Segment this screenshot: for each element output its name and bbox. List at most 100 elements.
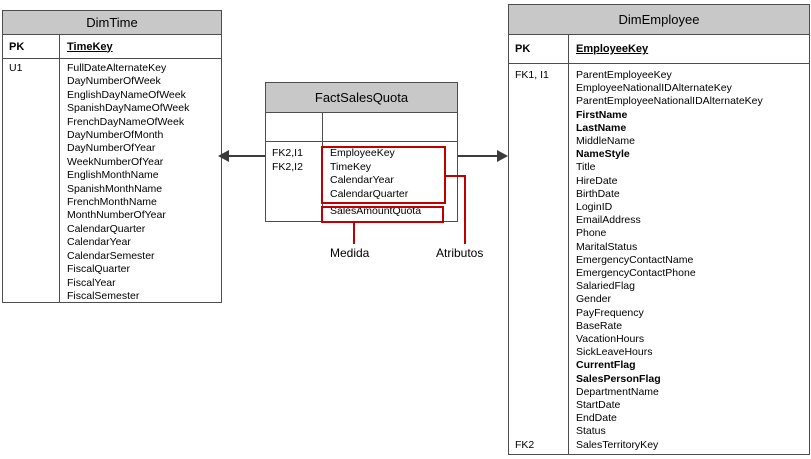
table-row: FrenchDayNameOfWeek [3, 116, 221, 129]
table-row: CalendarQuarter [266, 188, 457, 202]
table-row: LastName [509, 122, 809, 135]
table-row: DayNumberOfWeek [3, 75, 221, 88]
row-key-label [509, 95, 568, 108]
row-field-name: Title [576, 161, 596, 174]
pk-row: PK EmployeeKey [509, 35, 809, 64]
row-key-label [3, 250, 59, 263]
table-title: DimEmployee [509, 5, 809, 35]
pk-row [266, 113, 457, 142]
table-row: EmployeeNationalIDAlternateKey [509, 82, 809, 95]
table-row: CalendarYear [266, 174, 457, 188]
table-row: FrenchMonthName [3, 196, 221, 209]
row-field-name: PayFrequency [576, 306, 644, 319]
relationship-line-dimtime [228, 155, 265, 157]
attributes-callout-line-vertical [464, 175, 466, 244]
table-row: BirthDate [509, 188, 809, 201]
row-key-label [509, 201, 568, 214]
arrow-left-icon [218, 150, 229, 162]
column-divider [59, 34, 60, 302]
measure-callout-line [353, 223, 355, 244]
table-row: SickLeaveHours [509, 346, 809, 359]
row-key-label: FK2 [515, 438, 535, 451]
row-field-name: DayNumberOfMonth [67, 129, 164, 142]
row-field-name: SalariedFlag [576, 280, 635, 293]
row-field-name: SalesPersonFlag [576, 372, 661, 385]
row-key-label [509, 399, 568, 412]
measure-highlight-box [321, 206, 444, 223]
row-key-label: FK1, I1 [515, 69, 549, 81]
row-field-name: VacationHours [576, 333, 645, 346]
table-row: MiddleName [509, 135, 809, 148]
table-title: FactSalesQuota [266, 83, 457, 113]
row-key-label [3, 290, 59, 303]
table-row: LoginID [509, 201, 809, 214]
attributes-callout-line-horizontal [446, 175, 466, 177]
attributes-highlight-box [321, 146, 446, 204]
table-row: NameStyle [509, 148, 809, 161]
table-row: EmergencyContactPhone [509, 267, 809, 280]
row-field-name: ParentEmployeeNationalIDAlternateKey [576, 95, 763, 108]
row-field-name: MonthNumberOfYear [67, 209, 166, 222]
table-row: Gender [509, 293, 809, 306]
row-key-label [3, 223, 59, 236]
row-field-name: FiscalYear [67, 276, 116, 289]
table-row: FK2 SalesTerritoryKey [509, 439, 809, 452]
row-key-label [509, 188, 568, 201]
table-row: Phone [509, 227, 809, 240]
table-row: EmailAddress [509, 214, 809, 227]
row-field-name: EnglishDayNameOfWeek [67, 88, 186, 101]
field-list: U1 FullDateAlternateKey DayNumberOfWeek … [3, 59, 221, 303]
row-key-label [509, 293, 568, 306]
row-key-label [3, 183, 59, 196]
row-key-label: FK2,I1 [272, 147, 303, 159]
row-key-label [266, 174, 322, 188]
row-key-label [509, 373, 568, 386]
row-key-label [509, 122, 568, 135]
row-key-label [3, 129, 59, 142]
pk-row: PK TimeKey [3, 35, 221, 59]
table-row: SalesAmountQuota [266, 205, 457, 219]
row-field-name: SpanishMonthName [67, 182, 163, 195]
row-field-name: TimeKey [330, 160, 372, 173]
table-row: SalesPersonFlag [509, 373, 809, 386]
table-row: CalendarSemester [3, 250, 221, 263]
row-key-label [509, 148, 568, 161]
table-row: FK2,I1 EmployeeKey [266, 147, 457, 161]
row-key-label [3, 169, 59, 182]
row-key-label [266, 205, 322, 219]
row-key-label [509, 161, 568, 174]
row-key-label [3, 102, 59, 115]
pk-field: TimeKey [67, 40, 113, 53]
pk-label: PK [515, 43, 531, 55]
row-field-name: NameStyle [576, 148, 630, 161]
row-key-label [509, 386, 568, 399]
row-field-name: SalesAmountQuota [330, 205, 422, 217]
row-key-label [509, 175, 568, 188]
row-field-name: CalendarQuarter [330, 187, 409, 200]
row-field-name: SpanishDayNameOfWeek [67, 102, 190, 115]
row-field-name: BaseRate [576, 319, 623, 332]
table-row: FK1, I1 ParentEmployeeKey [509, 69, 809, 82]
table-row: DayNumberOfMonth [3, 129, 221, 142]
table-row: FiscalSemester [3, 290, 221, 303]
table-row: Title [509, 161, 809, 174]
pk-label: PK [9, 40, 25, 53]
row-field-name: ParentEmployeeKey [576, 69, 672, 81]
table-row: MaritalStatus [509, 241, 809, 254]
row-key-label [509, 227, 568, 240]
table-row: SalariedFlag [509, 280, 809, 293]
row-key-label: U1 [9, 62, 23, 74]
row-field-name: MiddleName [576, 135, 635, 148]
row-key-label [3, 209, 59, 222]
row-field-name: EnglishMonthName [67, 169, 159, 182]
table-row: EnglishDayNameOfWeek [3, 89, 221, 102]
table-row: ParentEmployeeNationalIDAlternateKey [509, 95, 809, 108]
row-field-name: CalendarSemester [67, 249, 155, 262]
table-factsalesquota: FactSalesQuota FK2,I1 EmployeeKey FK2,I2… [265, 82, 458, 222]
row-key-label [266, 188, 322, 202]
field-list: FK1, I1 ParentEmployeeKey EmployeeNation… [509, 64, 809, 454]
row-key-label [509, 307, 568, 320]
table-row: CurrentFlag [509, 359, 809, 372]
row-key-label: FK2,I2 [272, 160, 303, 173]
row-field-name: CurrentFlag [576, 359, 636, 372]
